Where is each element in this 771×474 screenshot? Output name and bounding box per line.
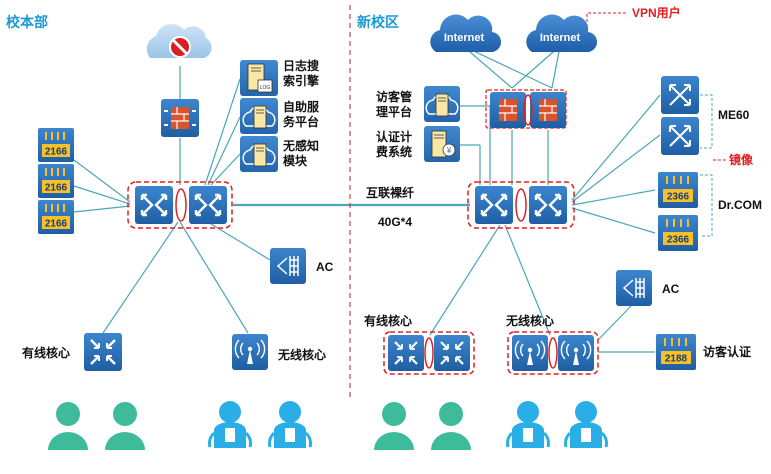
right-wireless-core-cluster-box [507,331,599,375]
vpn-dashed-link [586,12,628,32]
vpn-user-label: VPN用户 [632,6,681,20]
left-server-icons: LOG [240,60,278,172]
left-wireless-core-icon [232,334,268,370]
guest-management-label: 访客管 理平台 [376,90,412,120]
left-ac-label: AC [316,260,334,274]
svg-text:2166: 2166 [45,219,68,230]
left-wireless-core-label: 无线核心 [278,348,327,362]
left-core-switch-icon [135,186,173,224]
right-wireless-core-icon [558,335,594,371]
seamless-module-label: 无感知 模块 [283,139,319,169]
left-firewall-icon [161,99,199,137]
fiber-link-label: 互联裸纤 [366,186,415,200]
svg-text:¥: ¥ [446,146,452,155]
self-service-label-line2: 务平台 [283,115,320,129]
stack-link-icon [523,94,533,126]
billing-system-label-line2: 费系统 [376,145,413,159]
self-service-label: 自助服 务平台 [283,100,319,130]
self-service-server-icon [240,98,278,134]
right-campus-title: 新校区 [357,14,399,30]
right-ac-icon [616,270,652,306]
left-campus-title: 校本部 [6,14,48,30]
wifi-user-icon [268,401,312,448]
right-firewall-icon [530,92,566,128]
right-wired-core-icon [388,335,424,371]
right-wireless-core-icon [512,335,548,371]
right-ac-label: AC [662,282,680,296]
me60-label: ME60 [718,108,750,122]
stack-link-icon [548,337,558,369]
wifi-user-icon [208,401,252,448]
stack-link-icon [515,188,527,222]
svg-text:2366: 2366 [667,235,690,246]
left-core-switch-icon [189,186,227,224]
internet-label-1: Internet [443,32,485,44]
wired-user-icon [431,402,471,450]
seamless-module-label-line1: 无感知 [283,139,320,153]
self-service-label-line1: 自助服 [283,100,320,114]
connection-lines [73,45,661,353]
billing-system-label-line1: 认证计 [376,130,413,144]
billing-system-label: 认证计 费系统 [376,130,412,160]
device-2366-icon: 2366 [658,215,698,251]
right-core-cluster-box [467,181,575,229]
stack-link-icon [424,337,434,369]
wired-user-icon [374,402,414,450]
billing-server-icon: ¥ [424,126,460,162]
wired-user-icon [48,402,88,450]
right-core-switch-icon [529,186,567,224]
wired-user-icon [105,402,145,450]
mirror-label: 镜像 [729,153,754,167]
device-2166-icon: 2166 [38,164,74,198]
guest-management-label-line2: 理平台 [376,105,413,119]
seamless-module-label-line2: 模块 [283,154,308,168]
log-search-label-line2: 索引擎 [283,74,320,88]
device-2166-stack: 2166 2166 2166 [38,128,74,234]
right-wired-core-label: 有线核心 [364,314,413,328]
svg-text:2166: 2166 [45,183,68,194]
log-search-label-line1: 日志搜 [283,59,320,73]
guest-management-label-line1: 访客管 [376,90,413,104]
device-2166-icon: 2166 [38,200,74,234]
right-wired-core-icon [434,335,470,371]
left-wired-core-label: 有线核心 [22,346,71,360]
me60-router-icon [661,117,699,155]
wifi-user-icon [506,401,550,448]
right-wireless-core-label: 无线核心 [506,314,555,328]
svg-text:2366: 2366 [667,192,690,203]
log-server-icon: LOG [240,60,278,96]
drcom-label: Dr.COM [718,198,763,212]
svg-text:2166: 2166 [45,147,68,158]
seamless-module-server-icon [240,136,278,172]
right-firewall-cluster-box [485,89,567,129]
log-search-label: 日志搜 索引擎 [283,59,319,89]
device-2366-icon: 2366 [658,172,698,208]
stack-link-icon [175,188,187,222]
svg-text:LOG: LOG [260,85,271,91]
internet-cloud-icon [526,14,598,53]
svg-text:2188: 2188 [665,354,688,365]
wifi-user-icon [564,401,608,448]
right-wired-core-cluster-box [383,331,475,375]
left-wired-core-icon [84,333,122,371]
device-2188-icon: 2188 [656,334,696,370]
fiber-speed-label: 40G*4 [378,215,413,229]
internet-label-2: Internet [539,32,581,44]
guest-management-server-icon [424,86,460,122]
me60-dr-brackets [700,94,713,237]
device-2166-icon: 2166 [38,128,74,162]
left-core-cluster-box [127,181,233,229]
blocked-cloud-icon [146,23,212,58]
right-core-switch-icon [475,186,513,224]
internet-cloud-icon [430,14,502,53]
left-ac-icon [270,248,306,284]
right-firewall-icon [490,92,526,128]
me60-router-icon [661,76,699,114]
guest-auth-label: 访客认证 [703,345,752,359]
